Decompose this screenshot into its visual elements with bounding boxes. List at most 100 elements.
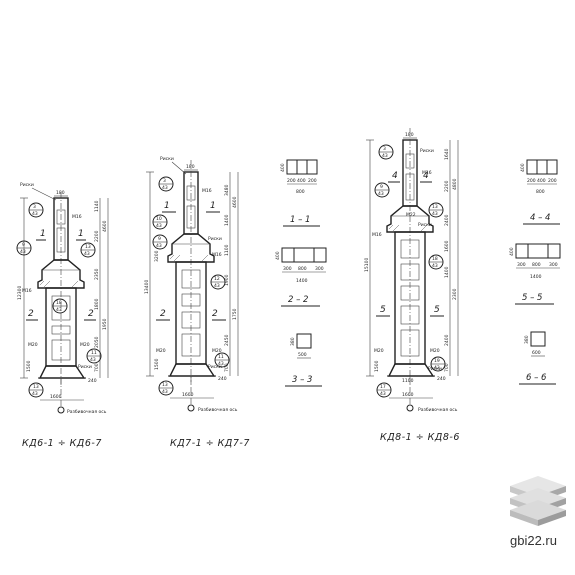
svg-text:2450: 2450 bbox=[224, 334, 230, 346]
kd6-callout-f: 13 43 bbox=[28, 382, 44, 398]
svg-text:400: 400 bbox=[537, 178, 546, 184]
svg-text:Риски: Риски bbox=[420, 148, 434, 154]
kd8-title: КД8-1 ÷ КД8-6 bbox=[380, 432, 460, 443]
section-3-3-label: 3 – 3 bbox=[292, 375, 312, 385]
svg-text:43: 43 bbox=[156, 243, 162, 249]
svg-text:9: 9 bbox=[22, 242, 25, 248]
kd8-callout-b: 9 43 bbox=[374, 182, 390, 198]
svg-text:1: 1 bbox=[210, 201, 216, 211]
svg-text:Риски: Риски bbox=[208, 236, 222, 242]
svg-text:43: 43 bbox=[56, 307, 62, 313]
svg-text:600: 600 bbox=[532, 350, 541, 356]
svg-text:13: 13 bbox=[33, 384, 39, 390]
svg-text:700: 700 bbox=[444, 363, 450, 372]
svg-text:1500: 1500 bbox=[374, 360, 380, 372]
svg-text:М16: М16 bbox=[212, 252, 222, 258]
svg-text:43: 43 bbox=[382, 153, 388, 159]
svg-text:2200: 2200 bbox=[94, 230, 100, 242]
svg-text:Риски: Риски bbox=[20, 182, 34, 188]
svg-text:3480: 3480 bbox=[224, 184, 230, 196]
column-kd6: 12300 1500 1140 2200 4600 2350 1800 1950… bbox=[16, 182, 109, 449]
watermark-text: gbi22.ru bbox=[510, 533, 557, 548]
section-5-5-label: 5 – 5 bbox=[522, 293, 542, 303]
kd7-callout-a: 3 43 bbox=[158, 176, 174, 192]
section-5-5: 300 800 300 1400 400 5 – 5 bbox=[509, 243, 561, 305]
svg-text:1100: 1100 bbox=[224, 244, 230, 256]
kd6-title: КД6-1 ÷ КД6-7 bbox=[22, 438, 102, 449]
svg-text:4: 4 bbox=[392, 171, 398, 181]
kd7-top-shaft bbox=[183, 171, 199, 235]
kd6-callout-e: 11 43 bbox=[86, 348, 102, 364]
kd7-callout-d: 12 43 bbox=[210, 274, 226, 290]
svg-text:2400: 2400 bbox=[444, 334, 450, 346]
kd6-axis-label: Разбивочная ось bbox=[67, 409, 107, 415]
kd6-axis-marker bbox=[57, 406, 65, 414]
svg-text:300: 300 bbox=[283, 266, 292, 272]
kd8-base bbox=[387, 363, 435, 377]
kd8-callout-d: 18 43 bbox=[428, 254, 444, 270]
svg-text:9: 9 bbox=[158, 236, 161, 242]
kd8-height-total: 15100 bbox=[364, 258, 370, 272]
svg-text:400: 400 bbox=[280, 163, 286, 172]
svg-text:13: 13 bbox=[162, 382, 168, 388]
svg-text:43: 43 bbox=[84, 251, 90, 257]
svg-text:М20: М20 bbox=[28, 342, 38, 348]
svg-text:М16: М16 bbox=[72, 214, 82, 220]
svg-text:43: 43 bbox=[162, 389, 168, 395]
svg-text:М20: М20 bbox=[430, 348, 440, 354]
svg-text:5: 5 bbox=[434, 305, 440, 315]
svg-text:1500: 1500 bbox=[26, 360, 32, 372]
kd6-corbel bbox=[37, 259, 85, 289]
svg-text:М20: М20 bbox=[80, 342, 90, 348]
svg-text:1750: 1750 bbox=[232, 308, 238, 320]
svg-text:1600: 1600 bbox=[444, 240, 450, 252]
svg-text:13: 13 bbox=[85, 244, 91, 250]
svg-text:1640: 1640 bbox=[444, 148, 450, 160]
kd7-height-total: 13400 bbox=[144, 280, 150, 294]
kd6-callout-c: 13 43 bbox=[80, 242, 96, 258]
svg-text:2: 2 bbox=[160, 309, 166, 319]
svg-text:43: 43 bbox=[432, 263, 438, 269]
svg-text:Риски: Риски bbox=[160, 156, 174, 162]
kd8-callout-e: 19 43 bbox=[430, 356, 446, 372]
svg-text:М20: М20 bbox=[212, 348, 222, 354]
svg-text:43: 43 bbox=[32, 211, 38, 217]
svg-text:13: 13 bbox=[432, 204, 438, 210]
svg-text:43: 43 bbox=[162, 185, 168, 191]
svg-text:200: 200 bbox=[308, 178, 317, 184]
kd6-callout-b: 9 43 bbox=[16, 240, 32, 256]
kd6-callout-a: 3 43 bbox=[28, 202, 44, 218]
svg-text:380: 380 bbox=[290, 337, 296, 346]
svg-text:3200: 3200 bbox=[154, 250, 160, 262]
svg-text:200: 200 bbox=[527, 178, 536, 184]
svg-text:43: 43 bbox=[218, 361, 224, 367]
svg-text:180: 180 bbox=[56, 190, 65, 196]
svg-text:240: 240 bbox=[88, 378, 97, 384]
section-1-1: 200 400 200 800 400 1 – 1 bbox=[280, 159, 320, 227]
svg-text:240: 240 bbox=[437, 376, 446, 382]
svg-text:5: 5 bbox=[380, 305, 386, 315]
svg-text:500: 500 bbox=[298, 352, 307, 358]
svg-text:1900: 1900 bbox=[224, 274, 230, 286]
kd7-callout-b: 10 43 bbox=[152, 214, 168, 230]
svg-text:200: 200 bbox=[548, 178, 557, 184]
kd8-axis-marker bbox=[406, 404, 414, 412]
section-4-4-label: 4 – 4 bbox=[530, 213, 550, 223]
kd7-title: КД7-1 ÷ КД7-7 bbox=[170, 438, 250, 449]
svg-text:2200: 2200 bbox=[444, 180, 450, 192]
svg-text:43: 43 bbox=[20, 249, 26, 255]
kd8-axis-label: Разбивочная ось bbox=[418, 407, 458, 413]
svg-text:43: 43 bbox=[432, 211, 438, 217]
svg-text:10: 10 bbox=[156, 216, 162, 222]
kd8-callout-a: 3 43 bbox=[378, 144, 394, 160]
svg-text:180: 180 bbox=[405, 132, 414, 138]
kd6-callout-d: 18 43 bbox=[52, 298, 68, 314]
svg-text:1100: 1100 bbox=[402, 378, 414, 384]
svg-text:9: 9 bbox=[380, 184, 383, 190]
svg-text:М16: М16 bbox=[422, 170, 432, 176]
svg-text:1600: 1600 bbox=[182, 392, 194, 398]
svg-text:1400: 1400 bbox=[296, 278, 308, 284]
svg-text:4600: 4600 bbox=[232, 196, 238, 208]
svg-text:М16: М16 bbox=[372, 232, 382, 238]
